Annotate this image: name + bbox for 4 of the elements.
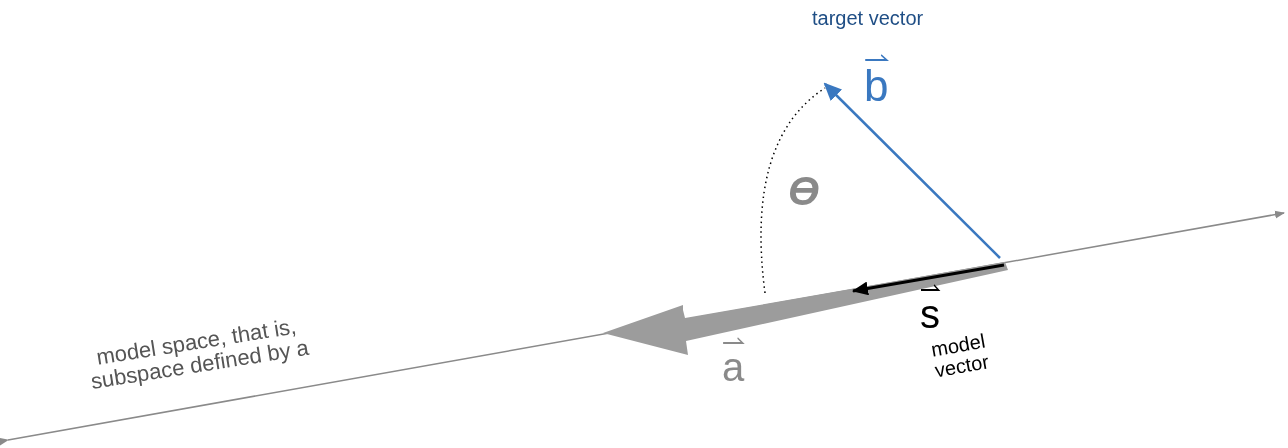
vector-label: model vector <box>928 328 992 384</box>
axis-label: model space, that is, subspace defined by a <box>88 312 312 396</box>
vector-label: target vector <box>812 8 924 29</box>
angle-symbol: ϴ <box>788 170 820 212</box>
